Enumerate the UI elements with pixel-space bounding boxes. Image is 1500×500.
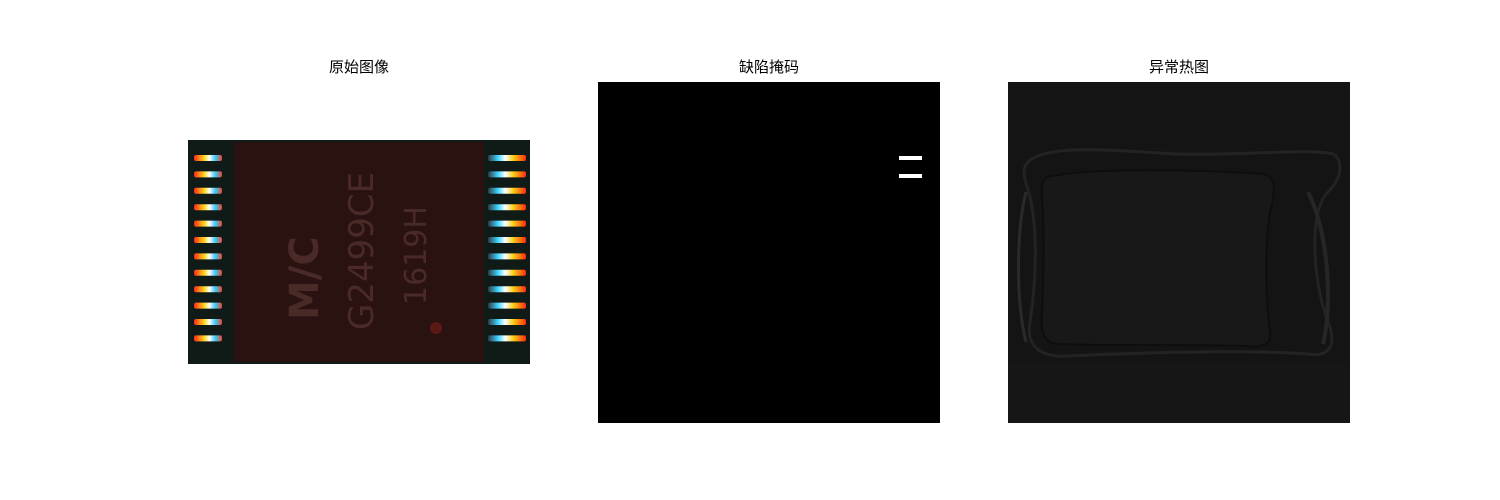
panel-title-heatmap: 异常热图 (1148, 58, 1209, 76)
right-pin (488, 220, 526, 227)
left-pin (194, 335, 222, 342)
panel-title-original: 原始图像 (328, 58, 389, 76)
left-pin (194, 302, 222, 309)
right-pin (488, 204, 526, 211)
right-pin (488, 286, 526, 293)
heatmap-contour-outer (1022, 148, 1342, 358)
right-pin (488, 302, 526, 309)
left-pin (194, 187, 222, 194)
right-pin (488, 319, 526, 325)
right-pin (488, 155, 526, 161)
chip-mark-line2: G2499CE (342, 172, 382, 330)
right-pin (488, 253, 526, 260)
defect-mask (598, 82, 940, 423)
left-pin (194, 155, 222, 161)
original-image: M/C G2499CE 1619H (188, 140, 530, 364)
left-pins (194, 155, 222, 342)
left-pin (194, 253, 222, 260)
chip-dot (430, 322, 442, 334)
panel-title-mask: 缺陷掩码 (738, 58, 799, 76)
chip-photo: M/C G2499CE 1619H (188, 140, 530, 364)
left-pin (194, 319, 222, 325)
left-pin (194, 220, 222, 227)
left-pin (194, 286, 222, 293)
heatmap-image (1008, 82, 1350, 423)
left-pin (194, 204, 222, 211)
right-pin (488, 187, 526, 194)
right-pin (488, 269, 526, 276)
right-pin (488, 335, 526, 342)
left-pin (194, 269, 222, 276)
right-pin (488, 171, 526, 178)
mask-defect-2 (899, 174, 922, 178)
mask-defect-1 (899, 156, 922, 160)
anomaly-heatmap (1008, 82, 1350, 423)
mask-image (598, 82, 940, 423)
chip-mark-line3: 1619H (399, 206, 434, 305)
chip-mark-line1: M/C (282, 236, 328, 320)
chip-body (234, 142, 484, 362)
right-pin (488, 237, 526, 243)
heatmap-contour-inner (1040, 169, 1275, 348)
right-pins (488, 155, 526, 342)
left-pin (194, 171, 222, 178)
left-pin (194, 237, 222, 243)
